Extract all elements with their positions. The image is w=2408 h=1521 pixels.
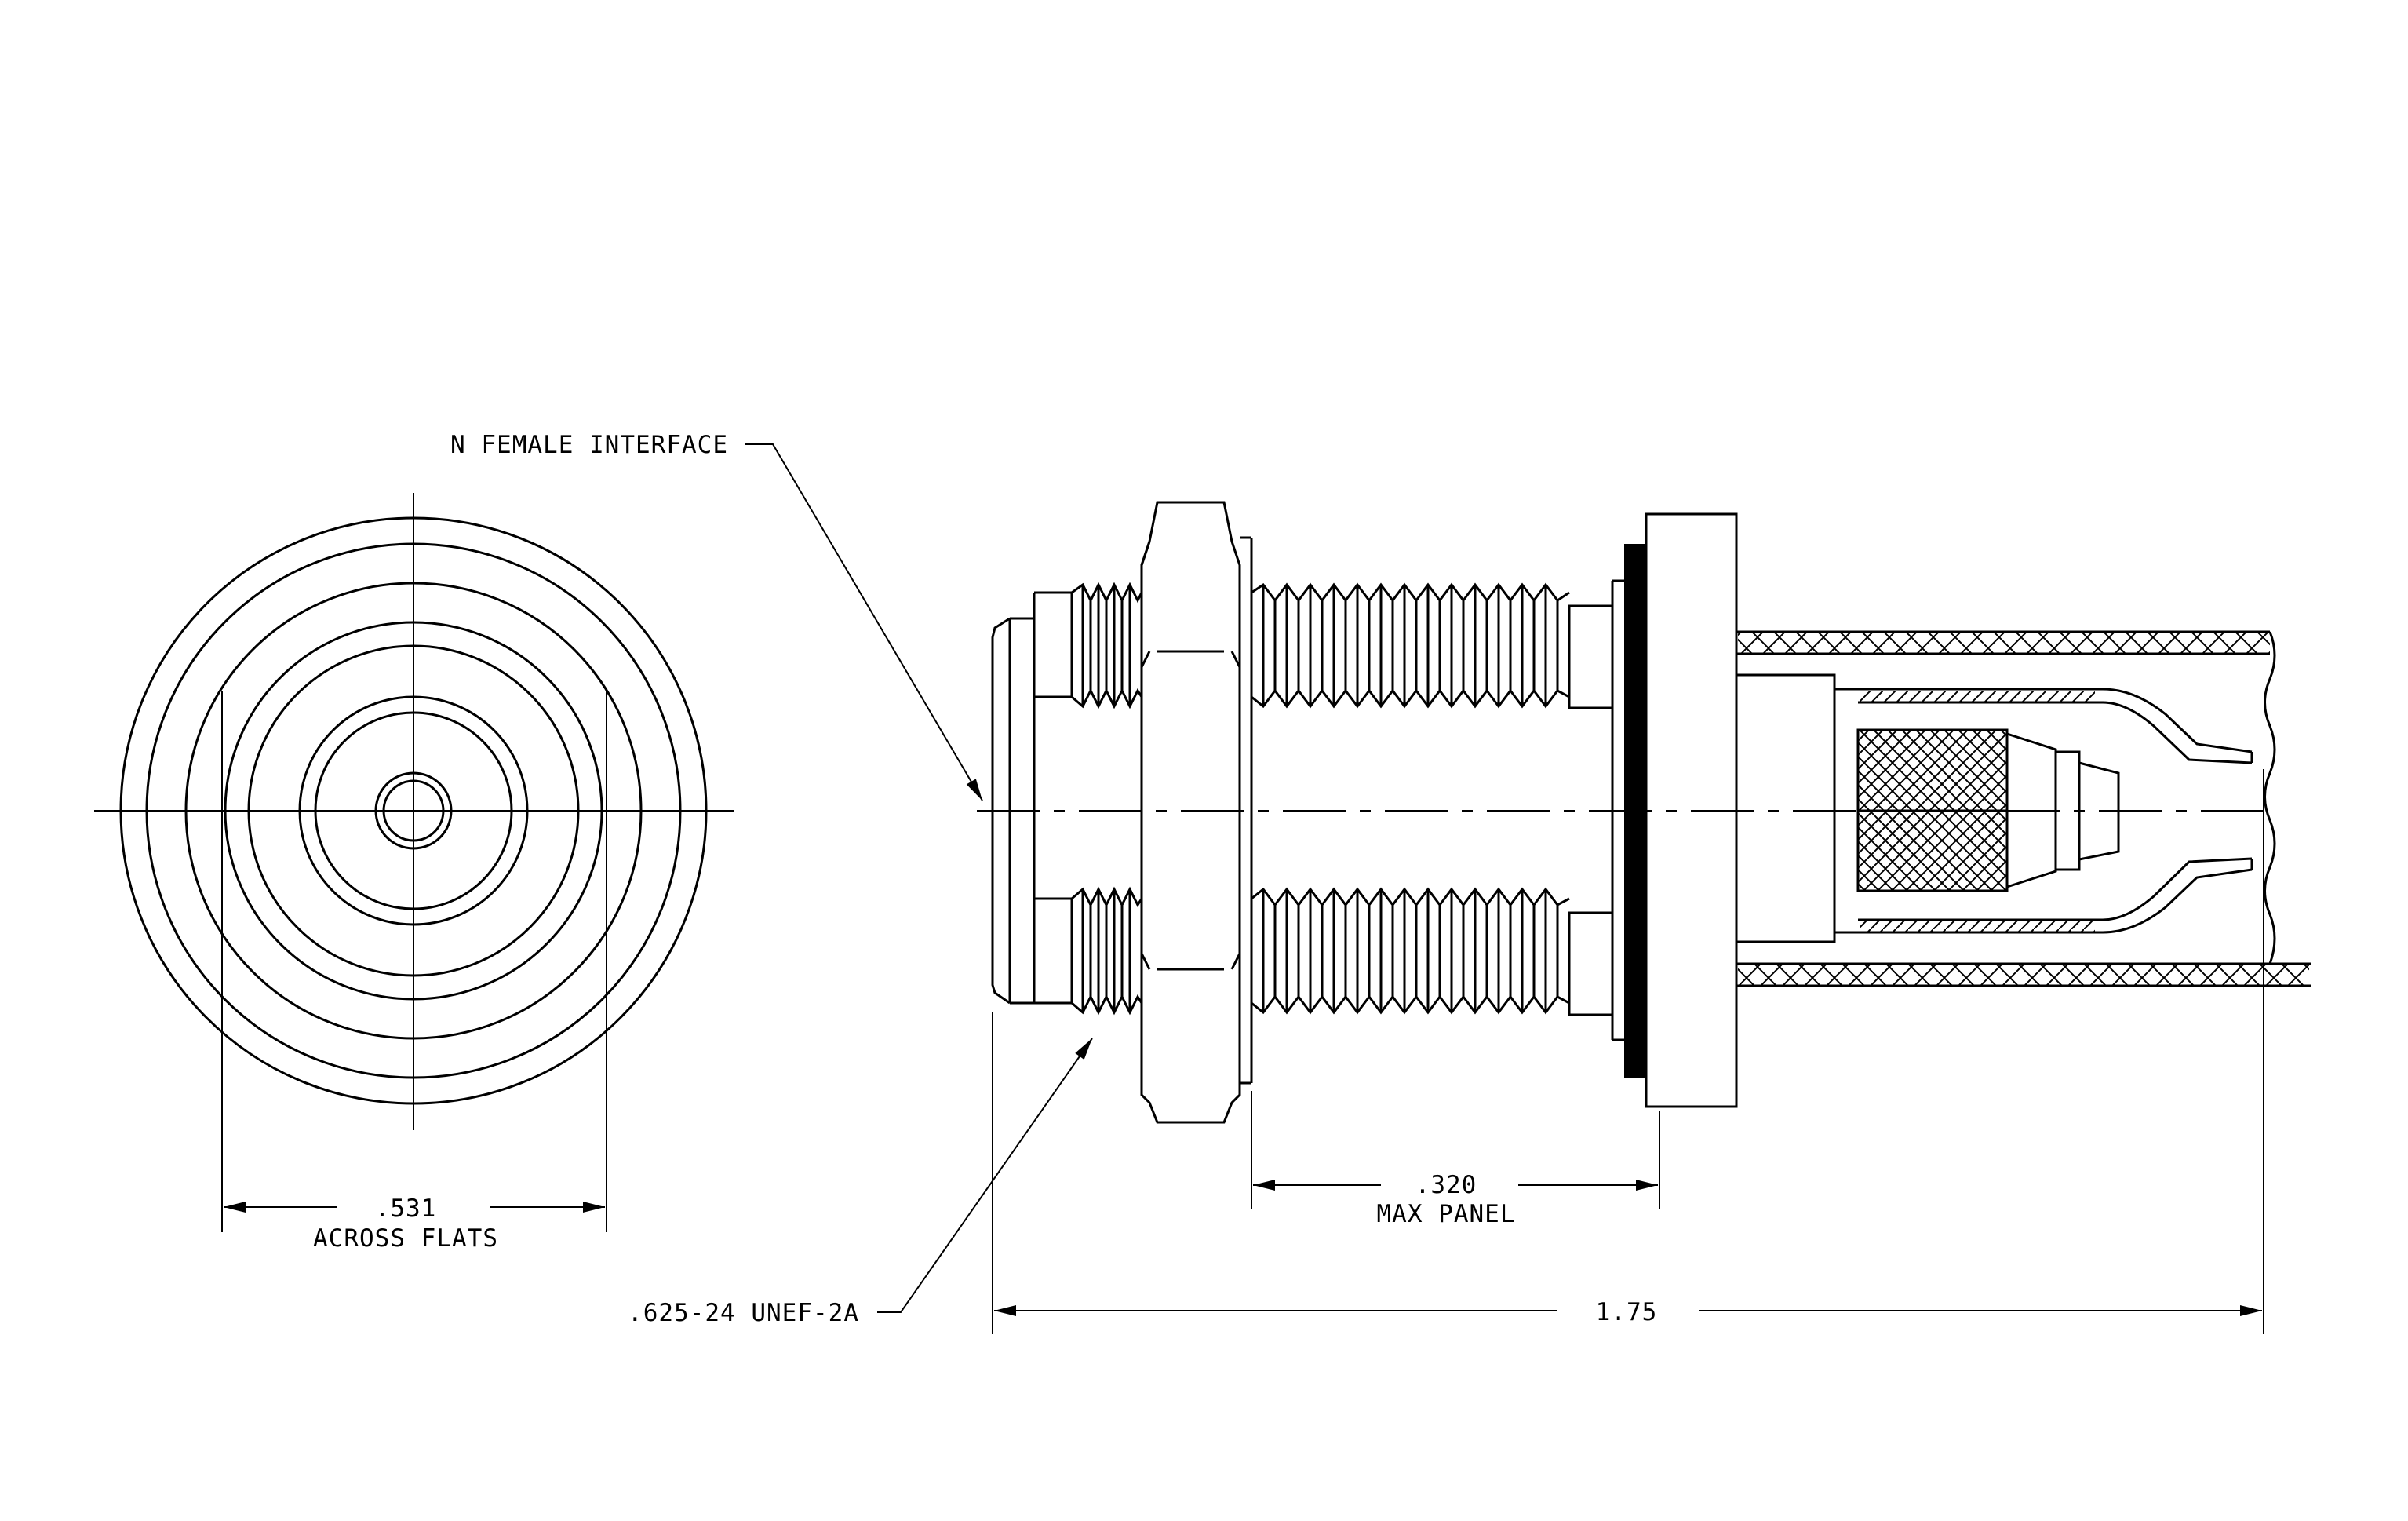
flats-caption-label: ACROSS FLATS [313, 1224, 498, 1253]
callout-leaders [745, 443, 1093, 1313]
thread-callout: .625-24 UNEF-2A [628, 1299, 859, 1327]
extension-lines [992, 769, 2264, 1334]
flats-value-label: .531 [375, 1195, 437, 1223]
front-view [94, 493, 734, 1232]
length-value-label: 1.75 [1596, 1298, 1658, 1326]
panel-value-label: .320 [1415, 1171, 1477, 1199]
side-view [991, 501, 2311, 1124]
panel-caption-label: MAX PANEL [1377, 1200, 1516, 1228]
interface-callout: N FEMALE INTERFACE [450, 431, 728, 459]
